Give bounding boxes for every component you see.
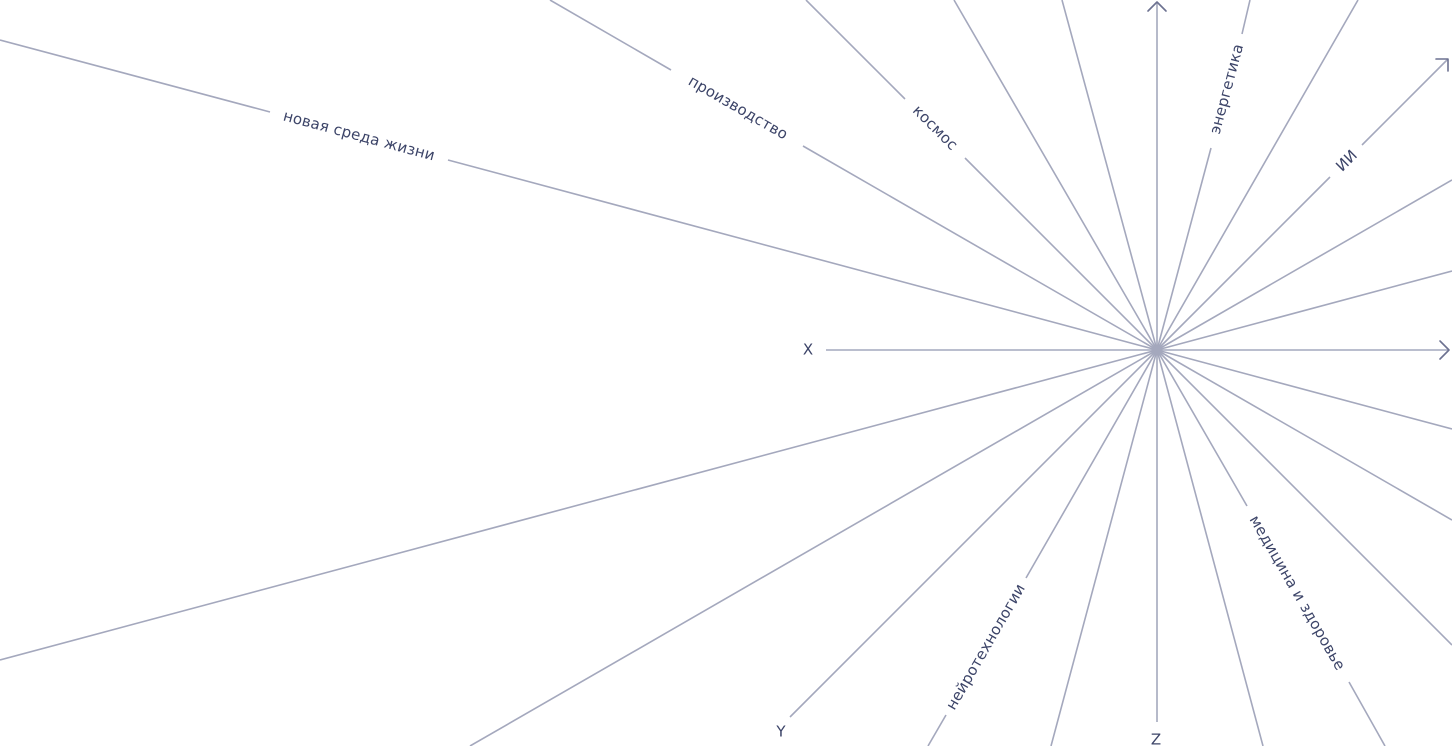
ray-production-outer bbox=[549, 0, 672, 71]
axis-z-label: Z bbox=[1151, 731, 1161, 746]
ray-ai-outer bbox=[1361, 58, 1449, 146]
label-new-habitat: новая среда жизни bbox=[281, 107, 437, 165]
ray-right-1 bbox=[1156, 179, 1452, 351]
ray-lower-left-long bbox=[0, 349, 1158, 661]
ray-lower-1 bbox=[1050, 349, 1158, 746]
ray-upper-1 bbox=[953, 0, 1158, 351]
axis-labels: X Y Z bbox=[775, 341, 1161, 746]
label-ai: ИИ bbox=[1332, 146, 1361, 175]
ray-space-inner bbox=[964, 157, 1158, 351]
ray-new-habitat-inner bbox=[447, 159, 1158, 351]
ray-right-3 bbox=[1156, 349, 1452, 430]
label-medicine: медицина и здоровье bbox=[1246, 512, 1350, 673]
ray-right-5 bbox=[1156, 349, 1452, 646]
ray-space-outer bbox=[805, 0, 906, 100]
label-production: производство bbox=[685, 72, 791, 144]
axis-up-arrowhead-icon bbox=[1147, 1, 1167, 12]
ray-energy-inner bbox=[1156, 147, 1212, 351]
ray-new-habitat-outer bbox=[0, 39, 271, 113]
ray-neurotech-outer bbox=[927, 714, 947, 746]
ray-right-4 bbox=[1156, 349, 1452, 521]
ray-ai-inner bbox=[1156, 176, 1331, 351]
ray-energy-outer bbox=[1241, 0, 1251, 35]
ai-arrowhead-icon bbox=[1435, 58, 1449, 72]
ray-production-inner bbox=[802, 145, 1158, 351]
ray-lower-2 bbox=[1156, 349, 1264, 746]
center-hub bbox=[1152, 345, 1162, 355]
ray-labels: новая среда жизни производство космос эн… bbox=[281, 42, 1361, 713]
axis-x-label: X bbox=[803, 341, 813, 359]
ray-right-2 bbox=[1156, 270, 1452, 351]
label-neurotech: нейротехнологии bbox=[942, 581, 1029, 713]
label-space: космос bbox=[909, 101, 962, 154]
axis-y-line bbox=[789, 349, 1158, 718]
ray-lower-left-mid bbox=[469, 349, 1158, 746]
ray-medicine-outer bbox=[1348, 681, 1386, 746]
ray-upper-2 bbox=[1061, 0, 1158, 351]
ray-neurotech-inner bbox=[1025, 349, 1158, 579]
axes bbox=[789, 1, 1450, 722]
label-energy: энергетика bbox=[1206, 42, 1247, 136]
ray-medicine-inner bbox=[1156, 349, 1248, 507]
axis-x-arrowhead-icon bbox=[1439, 340, 1450, 360]
ray-upper-3 bbox=[1156, 0, 1359, 351]
axis-y-label: Y bbox=[775, 723, 786, 741]
